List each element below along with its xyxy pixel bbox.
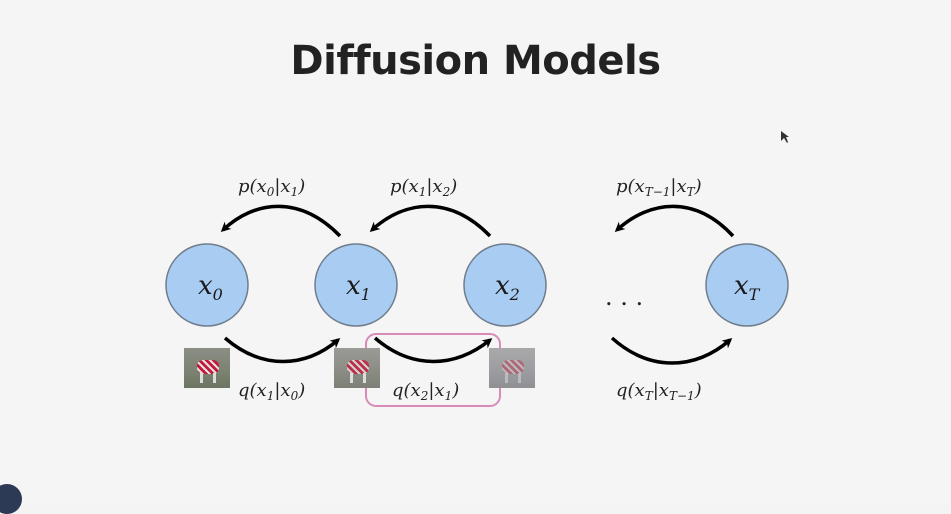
image-thumbnail-x1: [334, 348, 380, 388]
image-thumbnail-x2: [489, 348, 535, 388]
image-thumbnail-x0: [184, 348, 230, 388]
forward-arrow-x1-x2: [373, 336, 493, 364]
node-x0: x0: [165, 243, 249, 327]
node-xT: xT: [705, 243, 789, 327]
diffusion-diagram: x0 x1 x2 xT . . . p(x0|x1) p(x1|x2) p(xT…: [165, 131, 789, 407]
node-x2: x2: [463, 243, 547, 327]
forward-arrow-xT: [610, 336, 733, 365]
label-q-x2-x1: q(x2|x1): [392, 380, 459, 403]
forward-arrow-x0-x1: [223, 336, 341, 364]
reverse-arrow-x2-x1: [369, 204, 492, 238]
reverse-arrow-x1-x0: [220, 204, 342, 238]
label-q-x1-x0: q(x1|x0): [238, 380, 305, 403]
mouse-cursor-icon: [781, 131, 789, 143]
node-x1: x1: [314, 243, 398, 327]
label-p-xT1-xT: p(xT−1|xT): [616, 176, 702, 199]
label-q-xT-xT1: q(xT|xT−1): [616, 380, 702, 403]
slide: Diffusion Models x0 x1 x2 xT . . .: [0, 38, 789, 514]
reverse-arrow-xT: [614, 204, 735, 238]
slide-title: Diffusion Models: [290, 38, 661, 84]
label-p-x1-x2: p(x1|x2): [390, 176, 457, 199]
label-p-x0-x1: p(x0|x1): [238, 176, 305, 199]
ellipsis: . . .: [605, 283, 643, 311]
